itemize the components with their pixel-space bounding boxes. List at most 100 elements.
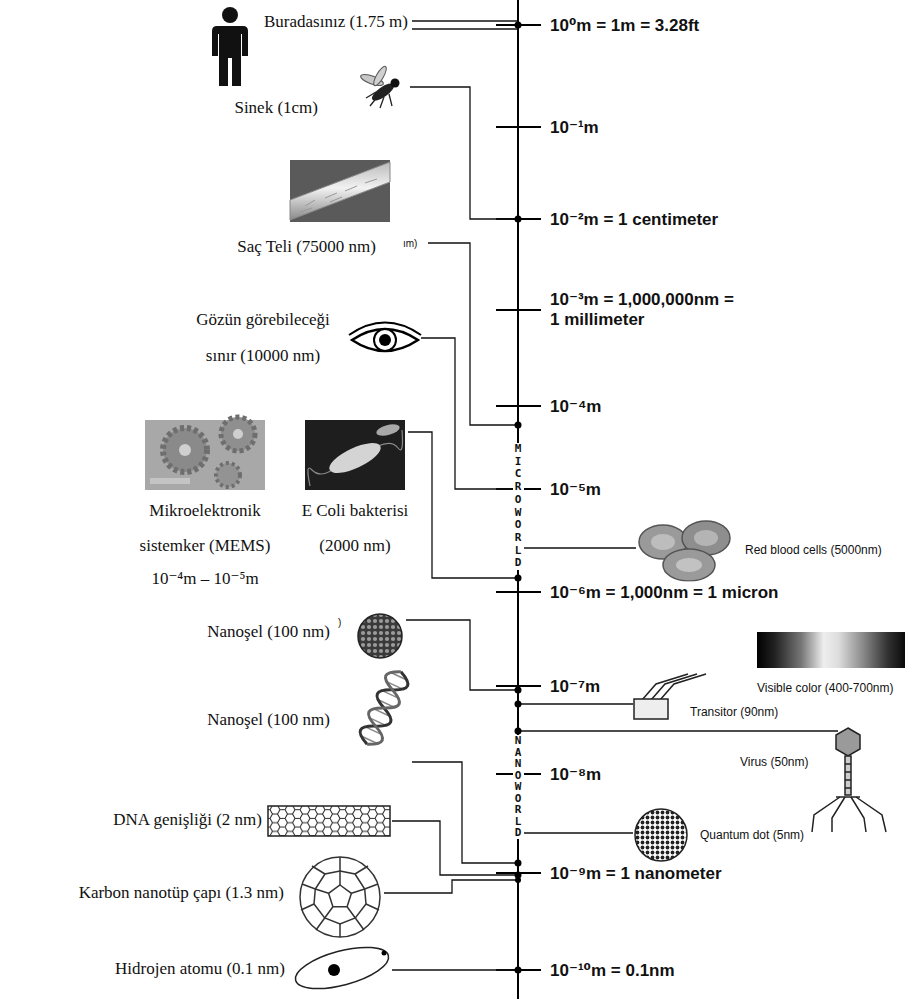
scale-dot bbox=[515, 422, 522, 429]
label-holder: 10⁻⁹m = 1 nanometer bbox=[550, 863, 722, 884]
visible-spectrum-bar bbox=[757, 632, 905, 668]
object-label: Nanoşel (100 nm) bbox=[207, 622, 330, 642]
buckyball-icon bbox=[329, 885, 352, 907]
leader-line bbox=[518, 832, 633, 833]
label-holder: Sinek (1cm) bbox=[234, 98, 318, 118]
leader-line bbox=[412, 762, 518, 863]
leader-line bbox=[412, 28, 518, 29]
eye-icon bbox=[379, 334, 391, 346]
text-fragment: ım) bbox=[403, 238, 417, 249]
object-label: Quantum dot (5nm) bbox=[700, 828, 804, 842]
object-label: Visible color (400-700nm) bbox=[757, 681, 894, 695]
object-label: Sinek (1cm) bbox=[234, 98, 318, 118]
label-holder: NANOWORLD bbox=[513, 735, 524, 839]
virus-icon bbox=[845, 764, 851, 788]
label-holder: Buradasınız (1.75 m) bbox=[264, 12, 408, 32]
scale-tick-label: 10⁻⁸m bbox=[550, 764, 601, 785]
scale-tick-label: 10⁻⁴m bbox=[550, 396, 601, 417]
virus-icon bbox=[836, 728, 860, 756]
hydrogen-atom-icon bbox=[382, 951, 387, 956]
nanoshell-icon bbox=[358, 614, 402, 658]
label-holder: Nanoşel (100 nm) bbox=[207, 710, 330, 730]
scale-tick bbox=[496, 405, 541, 407]
scale-dot bbox=[515, 860, 522, 867]
eye-icon bbox=[349, 323, 421, 352]
bacterium-photo bbox=[375, 422, 401, 438]
scale-dot bbox=[515, 967, 522, 974]
fly-icon bbox=[359, 65, 399, 108]
fly-icon bbox=[371, 65, 388, 88]
label-holder: ım) bbox=[403, 238, 417, 249]
mems-photo bbox=[216, 463, 240, 487]
label-holder: Saç Teli (75000 nm) bbox=[237, 237, 376, 257]
label-holder: Quantum dot (5nm) bbox=[700, 828, 804, 842]
scale-dot bbox=[515, 575, 522, 582]
quantum-dot-icon bbox=[635, 809, 687, 861]
virus-icon bbox=[812, 728, 886, 832]
nanotube-icon bbox=[268, 806, 390, 836]
dna-helix-icon bbox=[356, 667, 412, 750]
blood-cells-icon bbox=[639, 521, 730, 581]
object-label: Transitor (90nm) bbox=[690, 705, 778, 719]
scale-dot bbox=[515, 216, 522, 223]
object-label: DNA genişliği (2 nm) bbox=[113, 810, 262, 830]
label-holder: Gözün görebileceği sınır (10000 nm) bbox=[188, 302, 338, 374]
scale-tick-label: 10⁻⁹m = 1 nanometer bbox=[550, 863, 722, 884]
region-label: NANOWORLD bbox=[513, 735, 524, 839]
label-holder: Hidrojen atomu (0.1 nm) bbox=[115, 959, 285, 979]
bacterium-photo bbox=[325, 437, 384, 479]
leader-line bbox=[410, 87, 518, 219]
scale-tick-label: 10⁻⁶m = 1,000nm = 1 micron bbox=[550, 582, 778, 603]
dna-helix-icon bbox=[356, 667, 412, 750]
mems-photo bbox=[179, 444, 191, 456]
label-holder: Red blood cells (5000nm) bbox=[745, 543, 882, 557]
leader-line bbox=[518, 703, 633, 704]
mems-photo bbox=[221, 417, 255, 451]
text-fragment: ) bbox=[338, 617, 341, 628]
hair-photo bbox=[290, 162, 390, 220]
label-holder: 10⁻⁵m bbox=[550, 479, 601, 500]
mems-photo bbox=[145, 417, 265, 490]
visible-spectrum-bar bbox=[757, 632, 905, 668]
label-holder: Nanoşel (100 nm) bbox=[207, 622, 330, 642]
label-holder: 10⁻⁶m = 1,000nm = 1 micron bbox=[550, 582, 778, 603]
label-holder: 10⁻¹m bbox=[550, 117, 599, 138]
label-holder: E Coli bakterisi (2000 nm) bbox=[285, 493, 425, 563]
hydrogen-atom-icon bbox=[291, 939, 393, 997]
buckyball-icon bbox=[314, 871, 366, 924]
person-icon bbox=[212, 26, 248, 86]
label-holder: 10⁻⁴m bbox=[550, 396, 601, 417]
mems-photo bbox=[150, 478, 190, 484]
label-holder: MICROWORLD bbox=[513, 443, 524, 570]
transistor-icon bbox=[642, 674, 706, 700]
scale-tick-label: 10⁻⁷m bbox=[550, 676, 600, 697]
object-label: Virus (50nm) bbox=[740, 755, 808, 769]
blood-cells-icon bbox=[676, 558, 702, 572]
person-icon bbox=[222, 7, 238, 23]
object-label: Mikroelektronik sistemker (MEMS) bbox=[120, 493, 290, 563]
bacterium-photo bbox=[305, 420, 405, 490]
object-label: Saç Teli (75000 nm) bbox=[237, 237, 376, 257]
bacterium-photo bbox=[308, 430, 403, 486]
label-holder: 10⁰m = 1m = 3.28ft bbox=[550, 15, 699, 36]
object-label: 10⁻⁴m – 10⁻⁵m bbox=[151, 568, 258, 589]
buckyball-icon bbox=[301, 857, 379, 937]
blood-cells-icon bbox=[663, 549, 715, 581]
fly-icon bbox=[391, 79, 400, 88]
scale-tick-label: 10⁻¹m bbox=[550, 117, 599, 138]
leader-line bbox=[392, 969, 518, 970]
label-holder: Mikroelektronik sistemker (MEMS) bbox=[120, 493, 290, 563]
object-label: Buradasınız (1.75 m) bbox=[264, 12, 408, 32]
mems-photo bbox=[163, 428, 207, 472]
label-holder: 10⁻⁴m – 10⁻⁵m bbox=[151, 568, 258, 589]
scale-dot bbox=[515, 687, 522, 694]
transistor-icon bbox=[634, 699, 668, 719]
region-label: MICROWORLD bbox=[513, 443, 524, 570]
virus-icon bbox=[845, 756, 851, 795]
scale-dot bbox=[515, 22, 522, 29]
scale-tick-label: 10⁻⁵m bbox=[550, 479, 601, 500]
leader-line bbox=[384, 880, 518, 893]
label-holder: 10⁻³m = 1,000,000nm = 1 millimeter bbox=[550, 290, 738, 330]
leader-line bbox=[421, 338, 518, 489]
